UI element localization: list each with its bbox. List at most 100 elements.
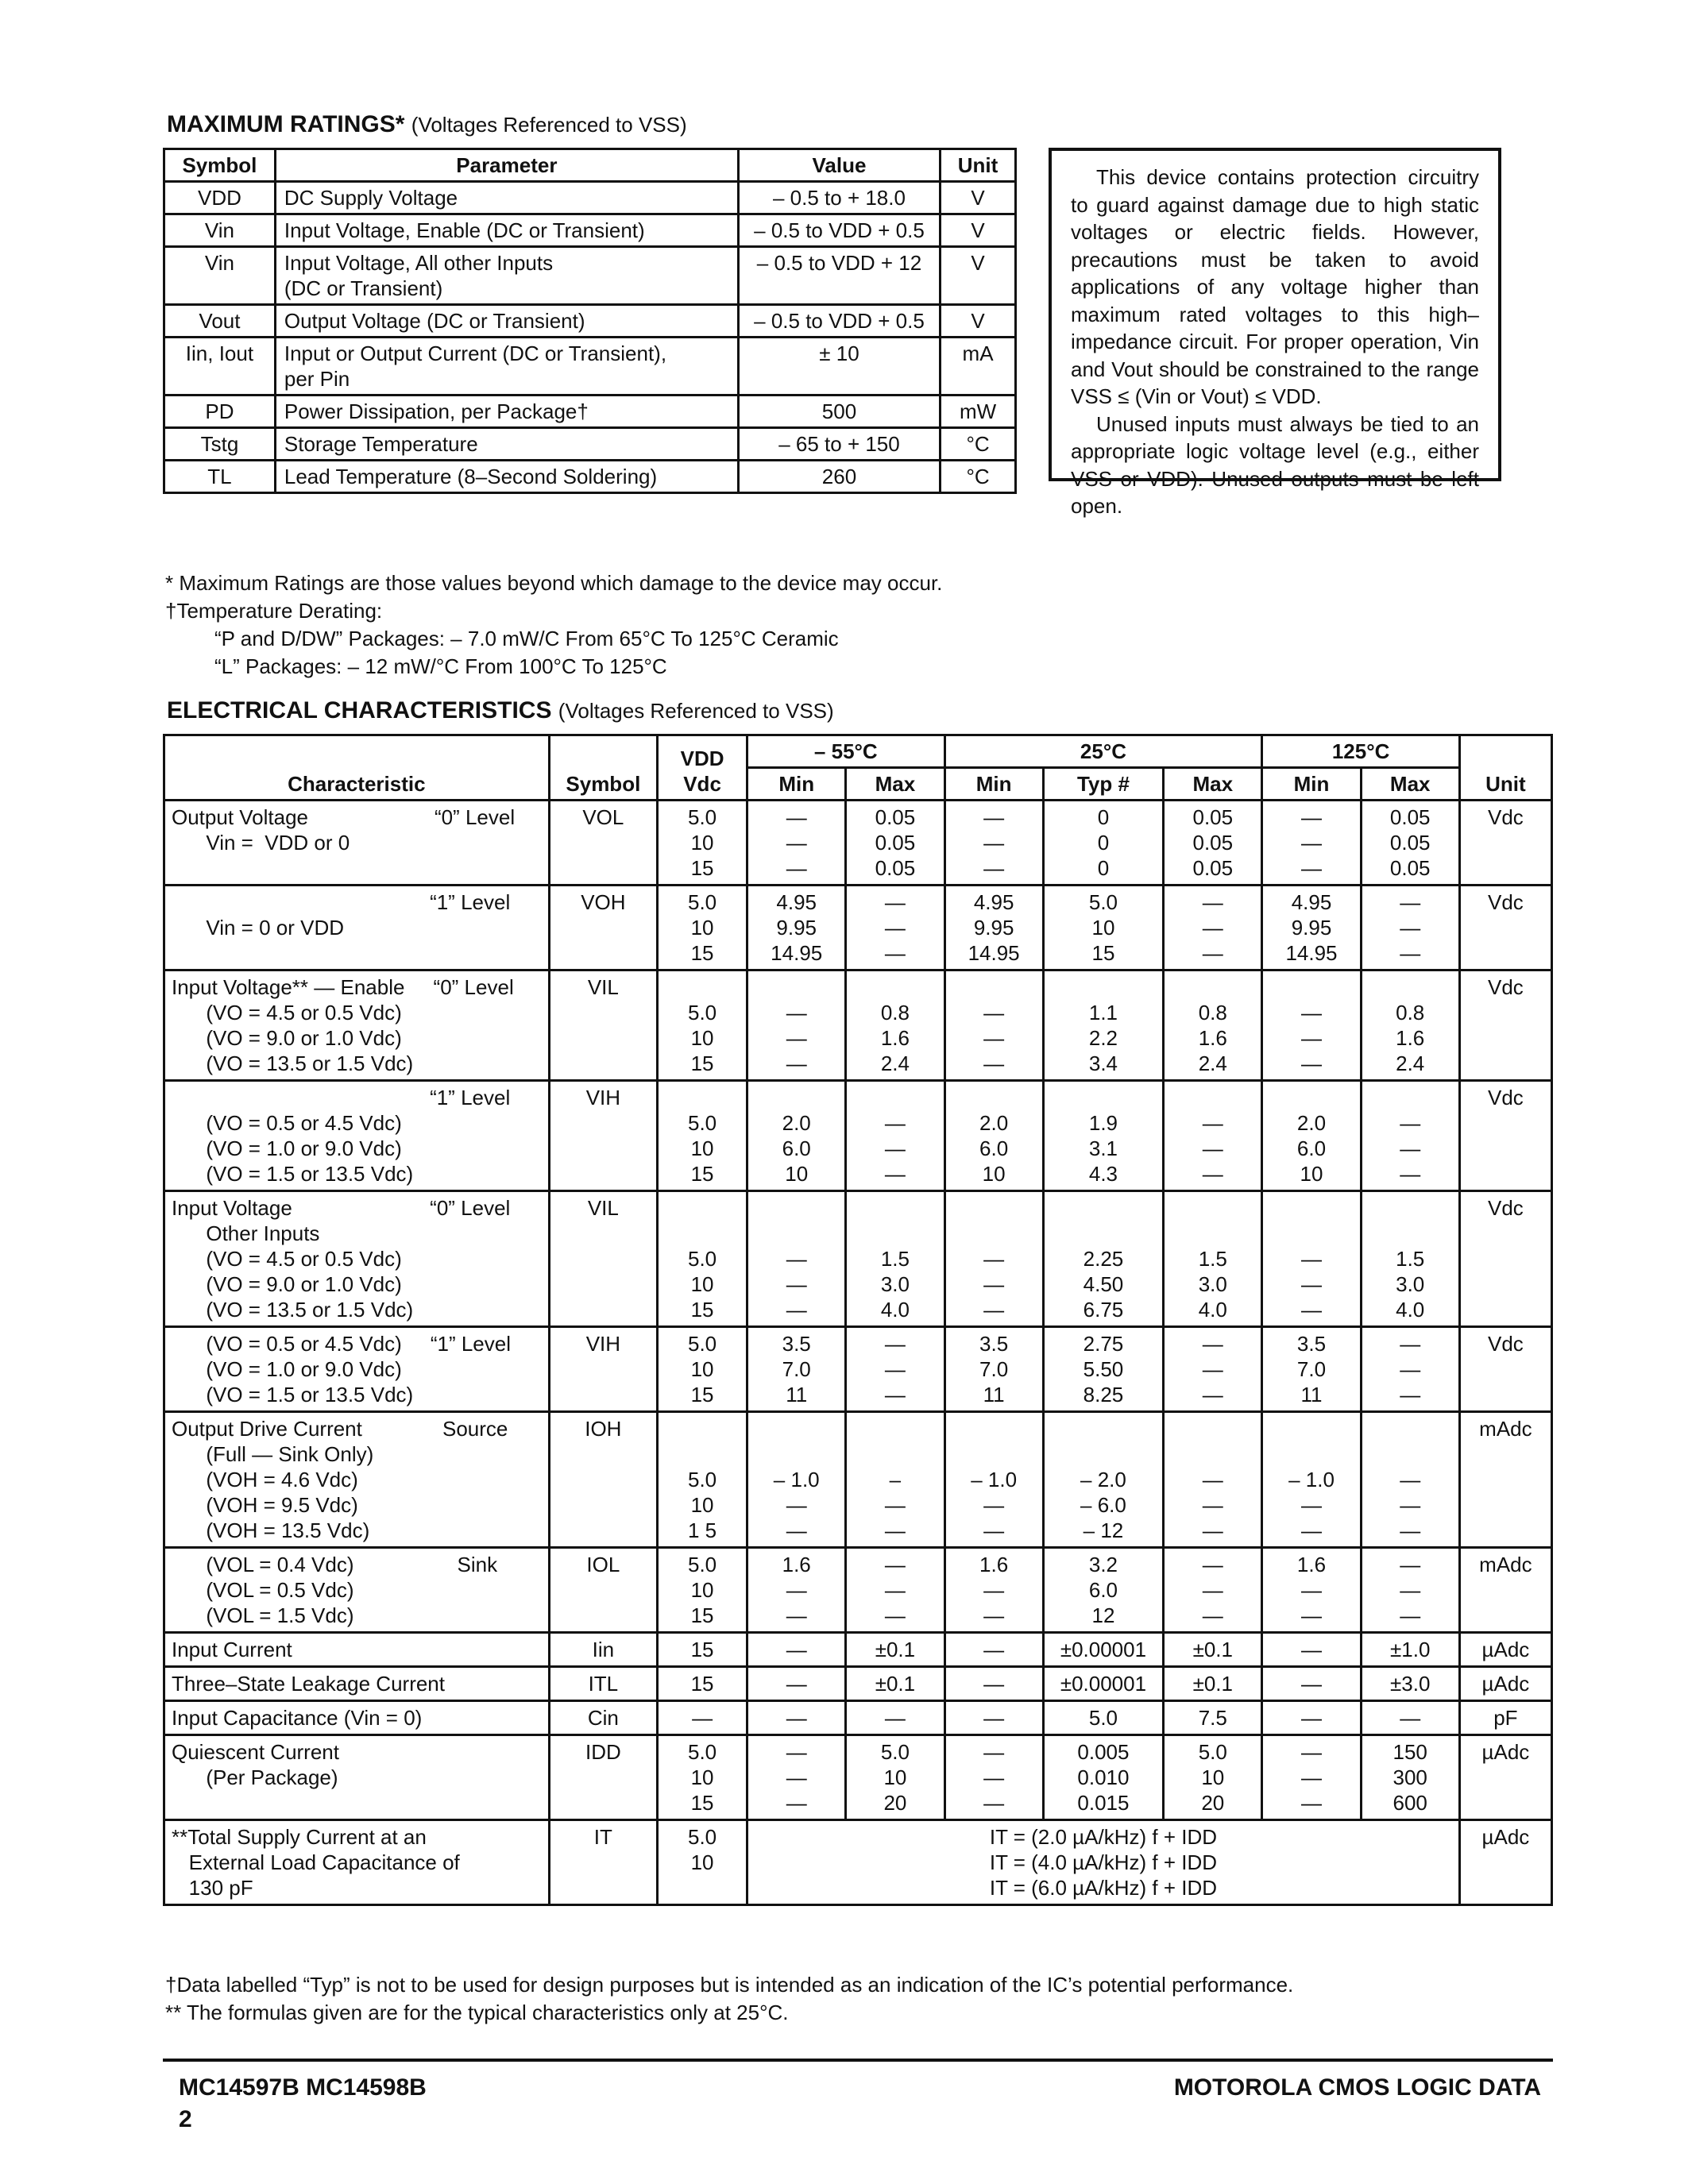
elec-note-2: ** The formulas given are for the typica… [165,2001,789,2024]
ec-cell-c7: — — — [1359,1079,1461,1192]
ec-cell-c6: 2.0 6.0 10 [1261,1079,1362,1192]
ec-cell-c6: — [1261,1665,1362,1702]
ec-cell-c6: — — — [1261,1734,1362,1821]
ec-cell-c1: — [746,1700,848,1736]
hdr-max: Max [844,766,946,801]
ec-cell-vdd: 5.0 10 15 [656,1734,749,1821]
ec-cell-c4: 1.9 3.1 4.3 [1041,1079,1165,1192]
ec-cell-unit: Vdc [1458,1325,1554,1413]
mr-cell-unit: mA [939,336,1017,396]
ec-cell-c2: ±0.1 [844,1631,946,1668]
mr-cell-symbol: VDD [163,180,276,215]
ec-cell-vdd: 5.0 10 15 [656,1190,749,1328]
ec-cell-c1: 2.0 6.0 10 [746,1079,848,1192]
max-ratings-note-1: * Maximum Ratings are those values beyon… [165,571,943,595]
ec-cell-unit: Vdc [1458,799,1554,886]
ec-cell-char: Input Capacitance (Vin = 0) [163,1700,550,1736]
ec-cell-c5: ±0.1 [1162,1631,1264,1668]
ec-cell-sym: IOH [547,1410,659,1549]
hdr-min: Min [746,766,848,801]
ec-cell-sym: VIH [547,1325,659,1413]
max-ratings-heading: MAXIMUM RATINGS* (Voltages Referenced to… [167,111,687,137]
ec-cell-unit: µAdc [1458,1631,1554,1668]
mr-cell-parameter: Input Voltage, All other Inputs (DC or T… [273,245,740,306]
ec-cell-c7: 0.8 1.6 2.4 [1359,969,1461,1082]
mr-cell-value: – 0.5 to + 18.0 [736,180,942,215]
ec-cell-vdd: 5.0 10 15 [656,1325,749,1413]
hdr-min: Min [1261,766,1362,801]
ec-cell-c4: 5.0 10 15 [1041,884,1165,971]
ec-cell-unit: mAdc [1458,1410,1554,1549]
max-ratings-note-2: †Temperature Derating: [165,599,383,623]
ec-cell-c1: — [746,1665,848,1702]
ec-cell-vdd: 5.0 10 15 [656,1546,749,1634]
ec-cell-sym: Iin [547,1631,659,1668]
ec-cell-char: Output Drive Current Source (Full — Sink… [163,1410,550,1549]
ec-cell-c5: 0.8 1.6 2.4 [1162,969,1264,1082]
mr-header-cell: Parameter [273,148,740,183]
mr-cell-symbol: Vout [163,303,276,338]
hdr-unit: Unit [1458,734,1554,801]
ec-cell-c2: — — — [844,1325,946,1413]
mr-cell-unit: V [939,303,1017,338]
ec-cell-c4: 0.005 0.010 0.015 [1041,1734,1165,1821]
ec-cell-vdd: 5.0 10 1 5 [656,1410,749,1549]
ec-cell-c4: 1.1 2.2 3.4 [1041,969,1165,1082]
ec-cell-sym: Cin [547,1700,659,1736]
ec-cell-c3: 1.6 — — [943,1546,1045,1634]
ec-cell-vdd: 5.0 10 15 [656,884,749,971]
ec-cell-c3: — — — [943,969,1045,1082]
mr-cell-symbol: TL [163,459,276,494]
ec-cell-c2: — — — [844,1546,946,1634]
ec-cell-sym: VIH [547,1079,659,1192]
hdr-max: Max [1162,766,1264,801]
ec-cell-c6: 1.6 — — [1261,1546,1362,1634]
hdr-max: Max [1359,766,1461,801]
ec-cell-c4: ±0.00001 [1041,1665,1165,1702]
ec-cell-c6: — — — [1261,799,1362,886]
mr-cell-parameter: Storage Temperature [273,426,740,461]
ec-cell-sym: IOL [547,1546,659,1634]
ec-cell-unit: mAdc [1458,1546,1554,1634]
mr-cell-symbol: PD [163,394,276,429]
ec-row: (VOL = 0.4 Vdc) Sink (VOL = 0.5 Vdc) (VO… [163,1546,1554,1634]
ec-cell-char: Input Voltage “0” Level Other Inputs (VO… [163,1190,550,1328]
mr-cell-symbol: Tstg [163,426,276,461]
ec-cell-c2: 0.8 1.6 2.4 [844,969,946,1082]
ec-cell-c5: 7.5 [1162,1700,1264,1736]
ec-cell-c3: 3.5 7.0 11 [943,1325,1045,1413]
hdr-typ: Typ # [1041,766,1165,801]
elec-heading: ELECTRICAL CHARACTERISTICS (Voltages Ref… [167,697,834,723]
ec-cell-unit: Vdc [1458,884,1554,971]
ec-cell-c3: 2.0 6.0 10 [943,1079,1045,1192]
ec-cell-char: “1” Level (VO = 0.5 or 4.5 Vdc) (VO = 1.… [163,1079,550,1192]
ec-cell-c1: — — — [746,799,848,886]
ec-cell-c4: 5.0 [1041,1700,1165,1736]
ec-cell-c6: – 1.0 — — [1261,1410,1362,1549]
mr-cell-parameter: Power Dissipation, per Package† [273,394,740,429]
ec-cell-char: Output Voltage “0” Level Vin = VDD or 0 [163,799,550,886]
ec-cell-vdd: — [656,1700,749,1736]
mr-cell-unit: °C [939,459,1017,494]
ec-cell-c7: — — — [1359,1325,1461,1413]
ec-cell-c7: — — — [1359,1410,1461,1549]
elec-note-1: †Data labelled “Typ” is not to be used f… [165,1973,1294,1997]
ec-cell-unit: µAdc [1458,1734,1554,1821]
ec-cell-unit: Vdc [1458,1079,1554,1192]
ec-cell-c1: — [746,1631,848,1668]
ec-cell-char: Input Current [163,1631,550,1668]
ec-cell-c5: 5.0 10 20 [1162,1734,1264,1821]
ec-cell-sym: VOL [547,799,659,886]
ec-cell-c6: — [1261,1700,1362,1736]
ec-cell-c4: ±0.00001 [1041,1631,1165,1668]
footer-part-number: MC14597B MC14598B [179,2074,427,2101]
ec-cell-c5: — — — [1162,1079,1264,1192]
ec-cell-c2: 0.05 0.05 0.05 [844,799,946,886]
